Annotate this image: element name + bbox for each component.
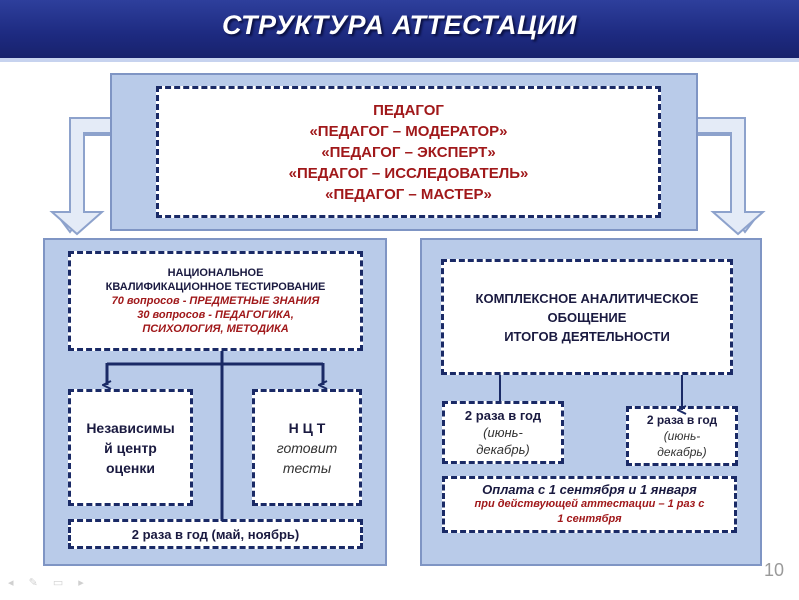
frequency-box-right: 2 раза в год (июнь- декабрь)	[626, 406, 738, 466]
testing-line-1: НАЦИОНАЛЬНОЕ	[167, 267, 264, 279]
freq-left-line-3: декабрь)	[476, 442, 530, 457]
left-schedule-text: 2 раза в год (май, ноябрь)	[131, 526, 300, 542]
analysis-line-2: ОБОЩЕНИЕ	[547, 309, 627, 325]
title-bar	[0, 0, 799, 58]
nct-line-2: готовит	[276, 439, 338, 456]
pedagog-levels-box: ПЕДАГОГ «ПЕДАГОГ – МОДЕРАТОР» «ПЕДАГОГ –…	[156, 86, 661, 218]
level-1: ПЕДАГОГ	[373, 101, 444, 119]
center-line-3: оценки	[105, 459, 155, 476]
slide-nav-icons[interactable]: ◂ ✎ ▭ ▸	[8, 577, 90, 589]
center-line-2: й центр	[104, 439, 157, 456]
freq-right-line-2: (июнь-	[663, 429, 701, 443]
nct-line-3: тесты	[282, 459, 332, 476]
testing-line-4: 30 вопросов - ПЕДАГОГИКА,	[137, 309, 294, 321]
testing-line-3: 70 вопросов - ПРЕДМЕТНЫЕ ЗНАНИЯ	[111, 295, 320, 307]
frequency-box-left: 2 раза в год (июнь- декабрь)	[442, 401, 564, 464]
level-4: «ПЕДАГОГ – ИССЛЕДОВАТЕЛЬ»	[288, 164, 529, 182]
payment-line-2: при действующей аттестации – 1 раз с	[474, 498, 705, 510]
testing-line-5: ПСИХОЛОГИЯ, МЕТОДИКА	[142, 323, 289, 335]
freq-left-line-2: (июнь-	[483, 425, 523, 440]
analysis-box: КОМПЛЕКСНОЕ АНАЛИТИЧЕСКОЕ ОБОЩЕНИЕ ИТОГО…	[441, 259, 733, 375]
independent-center-box: Независимы й центр оценки	[68, 389, 193, 506]
testing-line-2: КВАЛИФИКАЦИОННОЕ ТЕСТИРОВАНИЕ	[105, 281, 326, 293]
freq-left-line-1: 2 раза в год	[464, 408, 542, 423]
freq-right-line-3: декабрь)	[657, 445, 707, 459]
level-5: «ПЕДАГОГ – МАСТЕР»	[325, 185, 492, 203]
page-title: СТРУКТУРА АТТЕСТАЦИИ	[222, 10, 577, 40]
payment-line-3: 1 сентября	[557, 513, 622, 525]
analysis-line-1: КОМПЛЕКСНОЕ АНАЛИТИЧЕСКОЕ	[475, 290, 699, 306]
freq-right-line-1: 2 раза в год	[646, 413, 718, 427]
left-schedule-box: 2 раза в год (май, ноябрь)	[68, 519, 363, 549]
national-testing-box: НАЦИОНАЛЬНОЕ КВАЛИФИКАЦИОННОЕ ТЕСТИРОВАН…	[68, 251, 363, 351]
center-line-1: Независимы	[86, 419, 175, 436]
level-2: «ПЕДАГОГ – МОДЕРАТОР»	[309, 122, 508, 140]
level-3: «ПЕДАГОГ – ЭКСПЕРТ»	[321, 143, 496, 161]
analysis-line-3: ИТОГОВ ДЕЯТЕЛЬНОСТИ	[504, 328, 670, 344]
slide-number: 10	[764, 560, 785, 580]
nct-box: Н Ц Т готовит тесты	[252, 389, 362, 506]
payment-line-1: Оплата с 1 сентября и 1 января	[482, 482, 697, 497]
title-bar-stripe	[0, 58, 799, 62]
payment-box: Оплата с 1 сентября и 1 января при дейст…	[442, 476, 737, 533]
nct-line-1: Н Ц Т	[288, 419, 326, 436]
